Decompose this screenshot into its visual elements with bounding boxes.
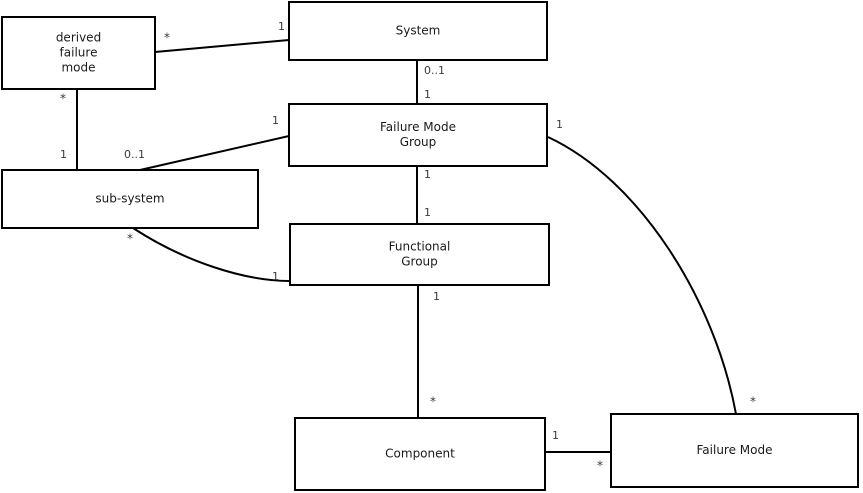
association-sub-system--failure-mode-group [139, 135, 290, 171]
class-name-failure-mode: Failure Mode [697, 443, 773, 457]
class-box-rect-derived-failure-mode [1, 16, 156, 90]
class-name-failure-mode-group: Group [400, 135, 437, 149]
class-name-sub-system: sub-system [95, 192, 164, 206]
multiplicity-mult-subsystem-to-fmg-zeroone: 0..1 [124, 148, 145, 161]
class-name-functional-group: Functional [389, 240, 451, 254]
association-sub-system--functional-group [132, 227, 291, 282]
multiplicity-mult-dfm-down-star: * [60, 92, 66, 106]
class-box-failure-mode[interactable]: Failure Mode [610, 413, 859, 488]
multiplicity-mult-fm-top-star: * [750, 395, 756, 409]
class-name-functional-group: Group [401, 255, 438, 269]
class-name-derived-failure-mode: derived [56, 31, 101, 45]
multiplicity-mult-fg-down-one: 1 [433, 290, 440, 303]
multiplicity-mult-system-to-dfm-one: 1 [278, 20, 285, 33]
multiplicity-mult-system-down-zero-one: 0..1 [424, 64, 445, 77]
class-name-derived-failure-mode: failure [60, 46, 98, 60]
multiplicity-mult-fg-up-one: 1 [424, 206, 431, 219]
multiplicity-mult-subsystem-down-star: * [127, 232, 133, 246]
association-failure-mode-group--failure-mode [547, 136, 737, 415]
multiplicity-mult-fg-to-subsystem-one: 1 [272, 270, 279, 283]
multiplicity-mult-fmg-to-fm-one: 1 [556, 118, 563, 131]
class-box-rect-component [294, 417, 546, 491]
association-derived-failure-mode--system [154, 39, 290, 53]
multiplicity-mult-component-up-star: * [430, 395, 436, 409]
class-box-rect-system [288, 1, 548, 61]
class-box-rect-failure-mode-group [288, 103, 548, 167]
class-name-component: Component [385, 447, 455, 461]
class-box-rect-sub-system [1, 169, 259, 229]
multiplicity-mult-dfm-to-system-star: * [164, 31, 170, 45]
class-name-failure-mode-group: Failure Mode [380, 120, 456, 134]
multiplicity-mult-subsystem-up-one: 1 [60, 148, 67, 161]
multiplicity-mult-fmg-down-one: 1 [424, 168, 431, 181]
multiplicity-mult-fmg-to-subsystem-one: 1 [272, 114, 279, 127]
multiplicity-layer: * 1 0..1 1 * 1 0..1 1 1 1 1 * 1 1 * 1 * * [60, 20, 756, 473]
multiplicity-mult-component-to-fm-one: 1 [552, 429, 559, 442]
class-box-rect-failure-mode [610, 413, 859, 488]
class-name-system: System [396, 24, 441, 38]
multiplicity-mult-fm-to-component-star: * [597, 459, 603, 473]
associations-layer [76, 39, 737, 453]
class-box-rect-functional-group [289, 223, 550, 286]
class-name-derived-failure-mode: mode [61, 61, 95, 75]
class-box-component[interactable]: Component [294, 417, 546, 491]
class-box-sub-system[interactable]: sub-system [1, 169, 259, 229]
multiplicity-mult-fmg-up-one: 1 [424, 88, 431, 101]
class-box-system[interactable]: System [288, 1, 548, 61]
